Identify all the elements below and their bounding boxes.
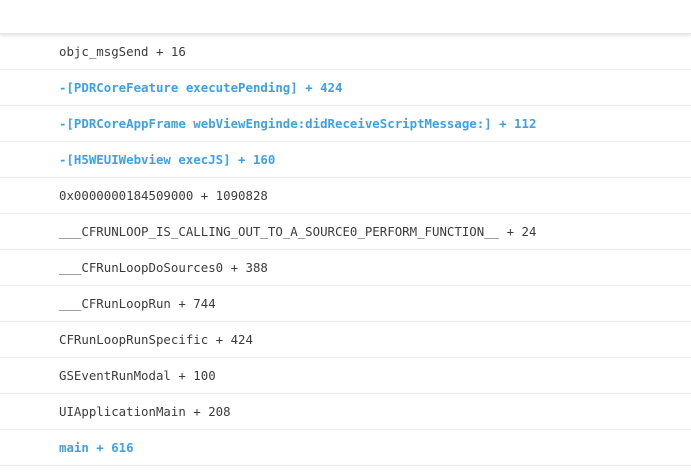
stack-frame-text: UIApplicationMain + 208 [59, 404, 231, 419]
stack-frame-row[interactable]: 0x0000000184509000 + 1090828 [0, 178, 691, 214]
stack-frame-row[interactable]: main + 616 [0, 430, 691, 466]
stack-frame-text: 0x0000000184509000 + 1090828 [59, 188, 268, 203]
stack-frame-row[interactable]: ___CFRUNLOOP_IS_CALLING_OUT_TO_A_SOURCE0… [0, 214, 691, 250]
stack-trace-list: objc_msgSend + 16 -[PDRCoreFeature execu… [0, 34, 691, 466]
stack-frame-row[interactable]: objc_msgSend + 16 [0, 34, 691, 70]
stack-frame-row[interactable]: CFRunLoopRunSpecific + 424 [0, 322, 691, 358]
stack-frame-text: ___CFRunLoopDoSources0 + 388 [59, 260, 268, 275]
stack-frame-text: CFRunLoopRunSpecific + 424 [59, 332, 253, 347]
stack-frame-row[interactable]: UIApplicationMain + 208 [0, 394, 691, 430]
stack-frame-text: -[PDRCoreFeature executePending] + 424 [59, 80, 343, 95]
stack-frame-text: GSEventRunModal + 100 [59, 368, 216, 383]
stack-frame-text: objc_msgSend + 16 [59, 44, 186, 59]
top-bar [0, 0, 691, 34]
stack-frame-row[interactable]: ___CFRunLoopRun + 744 [0, 286, 691, 322]
stack-frame-text: -[H5WEUIWebview execJS] + 160 [59, 152, 276, 167]
stack-frame-text: ___CFRunLoopRun + 744 [59, 296, 216, 311]
stack-frame-text: -[PDRCoreAppFrame webViewEnginde:didRece… [59, 116, 537, 131]
stack-frame-row[interactable]: GSEventRunModal + 100 [0, 358, 691, 394]
stack-frame-row[interactable]: ___CFRunLoopDoSources0 + 388 [0, 250, 691, 286]
stack-frame-row[interactable]: -[H5WEUIWebview execJS] + 160 [0, 142, 691, 178]
stack-frame-row[interactable]: -[PDRCoreAppFrame webViewEnginde:didRece… [0, 106, 691, 142]
stack-frame-row[interactable]: -[PDRCoreFeature executePending] + 424 [0, 70, 691, 106]
stack-frame-text: main + 616 [59, 440, 134, 455]
stack-frame-text: ___CFRUNLOOP_IS_CALLING_OUT_TO_A_SOURCE0… [59, 224, 537, 239]
